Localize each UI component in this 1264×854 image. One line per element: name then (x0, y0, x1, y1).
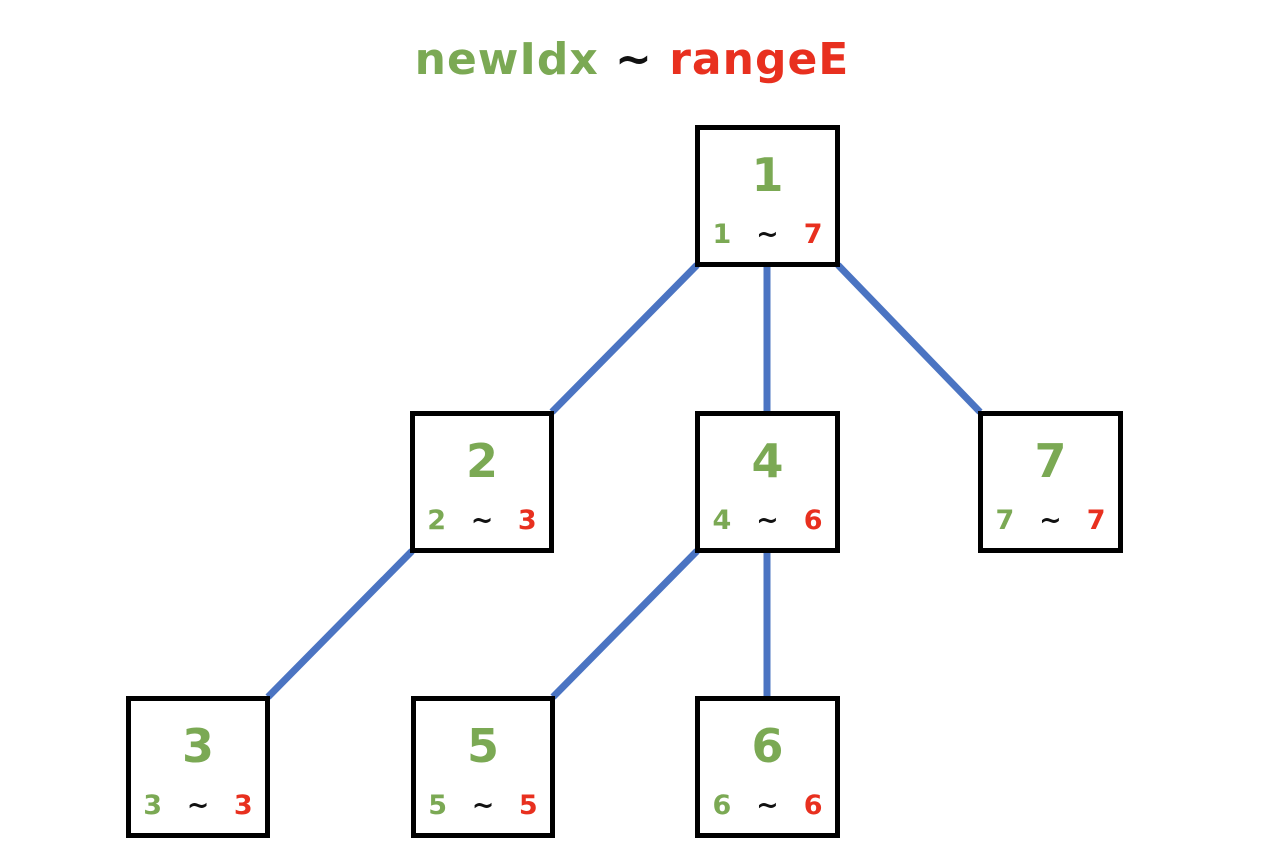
node-range-end: 3 (517, 505, 537, 536)
node-range-start: 2 (427, 505, 447, 536)
title-separator: ~ (615, 34, 653, 85)
node-range-end: 7 (1086, 505, 1106, 536)
tree-node-4[interactable]: 4 4 ~ 6 (695, 411, 840, 553)
title-left-label: newIdx (414, 34, 599, 85)
node-index-label: 7 (1034, 434, 1067, 488)
tree-edge-n1-n2 (549, 262, 700, 415)
node-range-end: 6 (803, 790, 823, 821)
node-range-label: 4 ~ 6 (700, 507, 835, 534)
node-range-start: 5 (428, 790, 448, 821)
node-range-label: 1 ~ 7 (700, 221, 835, 248)
node-index-label: 6 (751, 719, 784, 773)
node-range-end: 5 (518, 790, 538, 821)
node-range-label: 6 ~ 6 (700, 792, 835, 819)
diagram-title: newIdx ~ rangeE (0, 34, 1264, 85)
tree-node-6[interactable]: 6 6 ~ 6 (695, 696, 840, 838)
node-range-start: 1 (712, 219, 732, 250)
node-range-separator: ~ (756, 505, 779, 536)
node-range-label: 2 ~ 3 (415, 507, 549, 534)
node-range-separator: ~ (1039, 505, 1062, 536)
node-index-label: 2 (465, 434, 498, 488)
tree-edge-n2-n3 (265, 548, 415, 700)
tree-node-1[interactable]: 1 1 ~ 7 (695, 125, 840, 267)
node-range-label: 3 ~ 3 (131, 792, 265, 819)
node-index-label: 1 (751, 148, 784, 202)
node-index-label: 4 (751, 434, 784, 488)
node-range-start: 7 (995, 505, 1015, 536)
node-range-separator: ~ (756, 219, 779, 250)
node-range-separator: ~ (186, 790, 210, 821)
tree-edge-n1-n7 (835, 262, 983, 415)
tree-node-5[interactable]: 5 5 ~ 5 (411, 696, 555, 838)
node-range-label: 5 ~ 5 (416, 792, 550, 819)
node-index-label: 5 (466, 719, 499, 773)
node-range-end: 7 (803, 219, 823, 250)
tree-node-7[interactable]: 7 7 ~ 7 (978, 411, 1123, 553)
title-right-label: rangeE (669, 34, 850, 85)
node-range-start: 4 (712, 505, 732, 536)
node-range-separator: ~ (756, 790, 779, 821)
tree-node-2[interactable]: 2 2 ~ 3 (410, 411, 554, 553)
node-range-start: 6 (712, 790, 732, 821)
node-range-end: 3 (233, 790, 253, 821)
node-range-separator: ~ (470, 505, 494, 536)
tree-node-3[interactable]: 3 3 ~ 3 (126, 696, 270, 838)
node-index-label: 3 (181, 719, 214, 773)
node-range-end: 6 (803, 505, 823, 536)
node-range-label: 7 ~ 7 (983, 507, 1118, 534)
tree-edge-n4-n5 (550, 548, 700, 700)
node-range-start: 3 (143, 790, 163, 821)
node-range-separator: ~ (471, 790, 495, 821)
